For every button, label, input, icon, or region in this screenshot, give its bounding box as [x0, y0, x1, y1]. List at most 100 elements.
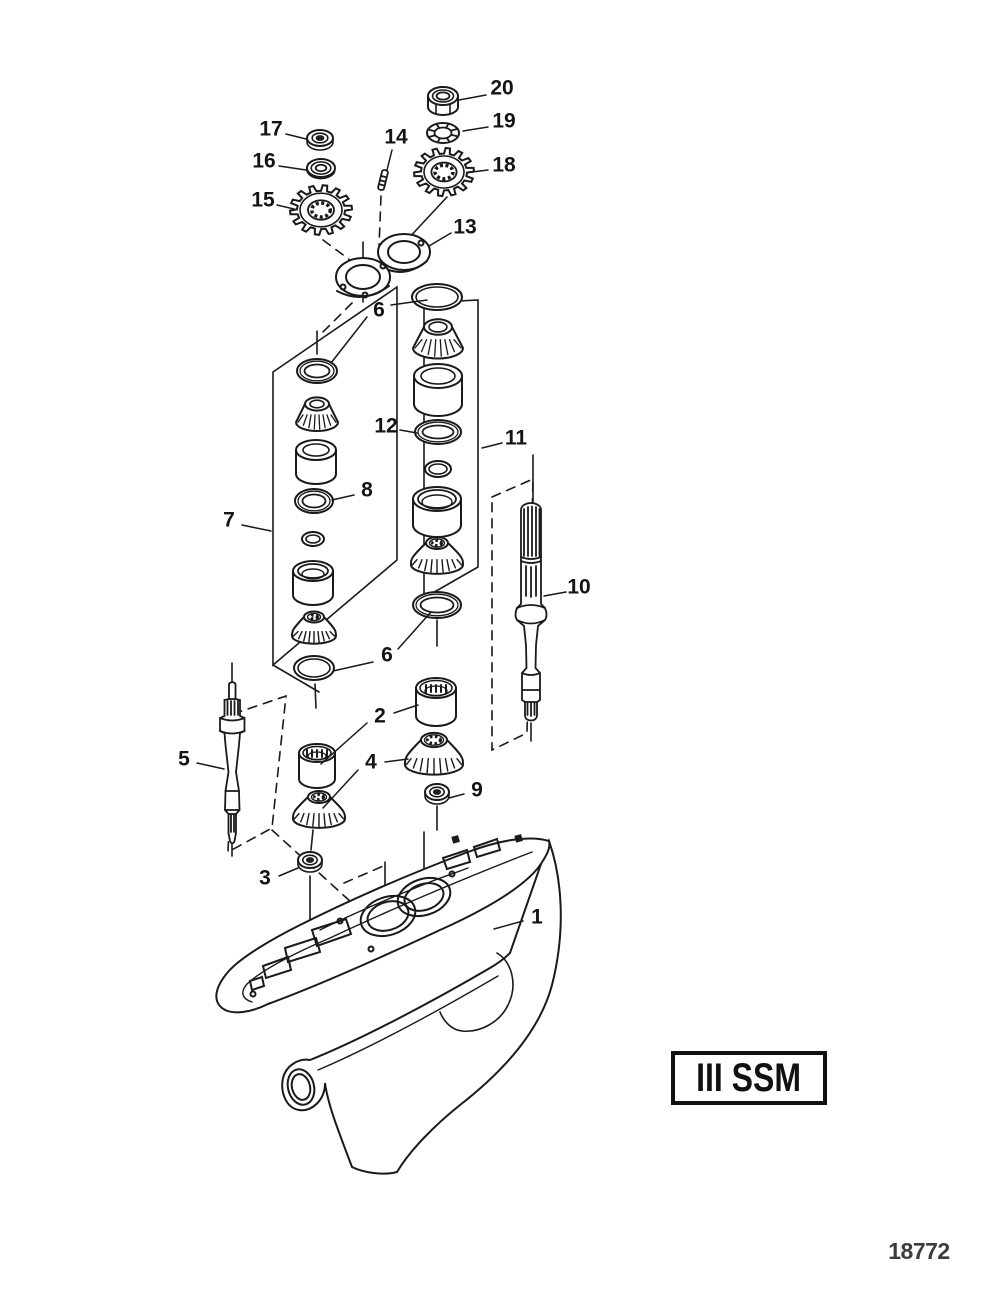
art-shape — [415, 593, 459, 617]
art-shape — [444, 758, 449, 772]
art-shape — [428, 321, 448, 333]
art-shape — [420, 338, 428, 353]
callout-label: 6 — [381, 644, 393, 667]
art-shape — [446, 558, 450, 572]
callout-leader — [458, 94, 487, 101]
callout-leader — [399, 429, 418, 434]
art-shape — [305, 857, 315, 863]
art-shape — [424, 685, 448, 697]
part-forward-gear — [291, 789, 347, 829]
part-retaining-ring — [293, 655, 335, 681]
callout-leader — [332, 661, 374, 672]
art-shape — [309, 613, 319, 621]
housing-body — [281, 837, 562, 1175]
part-bearing-sleeve — [295, 439, 337, 485]
art-shape — [310, 792, 328, 802]
art-shape — [433, 126, 453, 140]
callout-6: 6 — [330, 299, 428, 364]
art-shape — [308, 630, 311, 644]
callout-label: 13 — [453, 216, 476, 239]
art-shape — [433, 163, 455, 181]
shaft10-position-outline — [491, 477, 534, 752]
callout-label: 18 — [492, 154, 516, 177]
art-shape — [311, 132, 329, 144]
art-shape — [338, 812, 345, 820]
art-shape — [301, 531, 325, 547]
callout-leader — [397, 611, 432, 650]
art-shape — [304, 396, 330, 412]
callout-label: 3 — [259, 867, 271, 890]
callout-leader — [448, 793, 465, 799]
art-shape — [426, 734, 442, 746]
part-o-ring-8 — [294, 488, 334, 514]
callout-label: 2 — [374, 705, 386, 728]
art-shape — [423, 155, 465, 189]
art-shape — [297, 860, 323, 873]
art-shape — [291, 796, 347, 829]
art-shape — [417, 489, 457, 509]
art-shape — [435, 91, 451, 101]
gear-housing-1 — [215, 834, 562, 1175]
art-shape — [439, 758, 442, 774]
art-shape — [419, 596, 455, 614]
callout-leader — [543, 591, 567, 597]
callout-label: 12 — [374, 415, 397, 438]
art-shape — [321, 630, 325, 642]
callout-label: 10 — [567, 576, 590, 599]
art-shape — [428, 786, 445, 798]
callout-label: 6 — [373, 299, 385, 322]
art-shape — [293, 655, 335, 681]
art-shape — [430, 558, 433, 574]
gear-teeth — [288, 184, 354, 236]
part-bearing-cup — [292, 560, 334, 606]
art-shape — [428, 538, 446, 548]
parts-layer — [288, 86, 476, 873]
art-shape — [411, 558, 418, 566]
kit-outline-7-stub — [272, 664, 320, 693]
art-shape — [451, 558, 457, 569]
callout-label: 1 — [531, 906, 543, 929]
art-shape — [306, 138, 334, 151]
art-shape — [450, 128, 458, 132]
art-shape — [403, 739, 465, 776]
art-shape — [305, 534, 321, 544]
driveshaft-10 — [514, 502, 548, 722]
art-shape — [303, 630, 307, 642]
callout-leader — [493, 920, 524, 930]
callout-2: 2 — [320, 704, 419, 765]
part-tab-washer-19 — [426, 122, 460, 144]
part-tapered-roller-bearing — [294, 396, 340, 433]
part-nut-9 — [424, 783, 450, 805]
art-shape — [333, 812, 339, 823]
art-shape — [450, 758, 456, 769]
art-shape — [428, 134, 436, 138]
callout-18: 18 — [471, 154, 516, 177]
art-shape — [427, 338, 432, 356]
callout-leader — [322, 769, 359, 809]
kit-outline-7 — [272, 285, 398, 667]
callout-14: 14 — [384, 126, 408, 171]
part-bevel-gear — [409, 535, 465, 575]
art-shape — [306, 812, 310, 826]
part-roller-bearing — [298, 743, 336, 789]
callout-label: 15 — [251, 189, 275, 212]
art-shape — [328, 812, 332, 826]
callout-13: 13 — [428, 216, 477, 247]
art-shape — [290, 616, 338, 645]
art-shape — [439, 338, 442, 357]
art-shape — [301, 854, 318, 866]
axis-retainer-to-left-column — [319, 302, 353, 336]
part-pinion-gear-15 — [288, 184, 354, 236]
art-shape — [444, 338, 449, 356]
part-washer-16 — [306, 158, 336, 180]
callout-leader — [285, 133, 307, 140]
model-badge: III SSM — [671, 1051, 827, 1105]
part-reverse-gear-4 — [403, 731, 465, 776]
callout-19: 19 — [462, 110, 516, 133]
art-shape — [453, 338, 462, 349]
art-shape — [309, 399, 325, 409]
art-shape — [296, 358, 338, 384]
callout-leader — [330, 316, 368, 364]
